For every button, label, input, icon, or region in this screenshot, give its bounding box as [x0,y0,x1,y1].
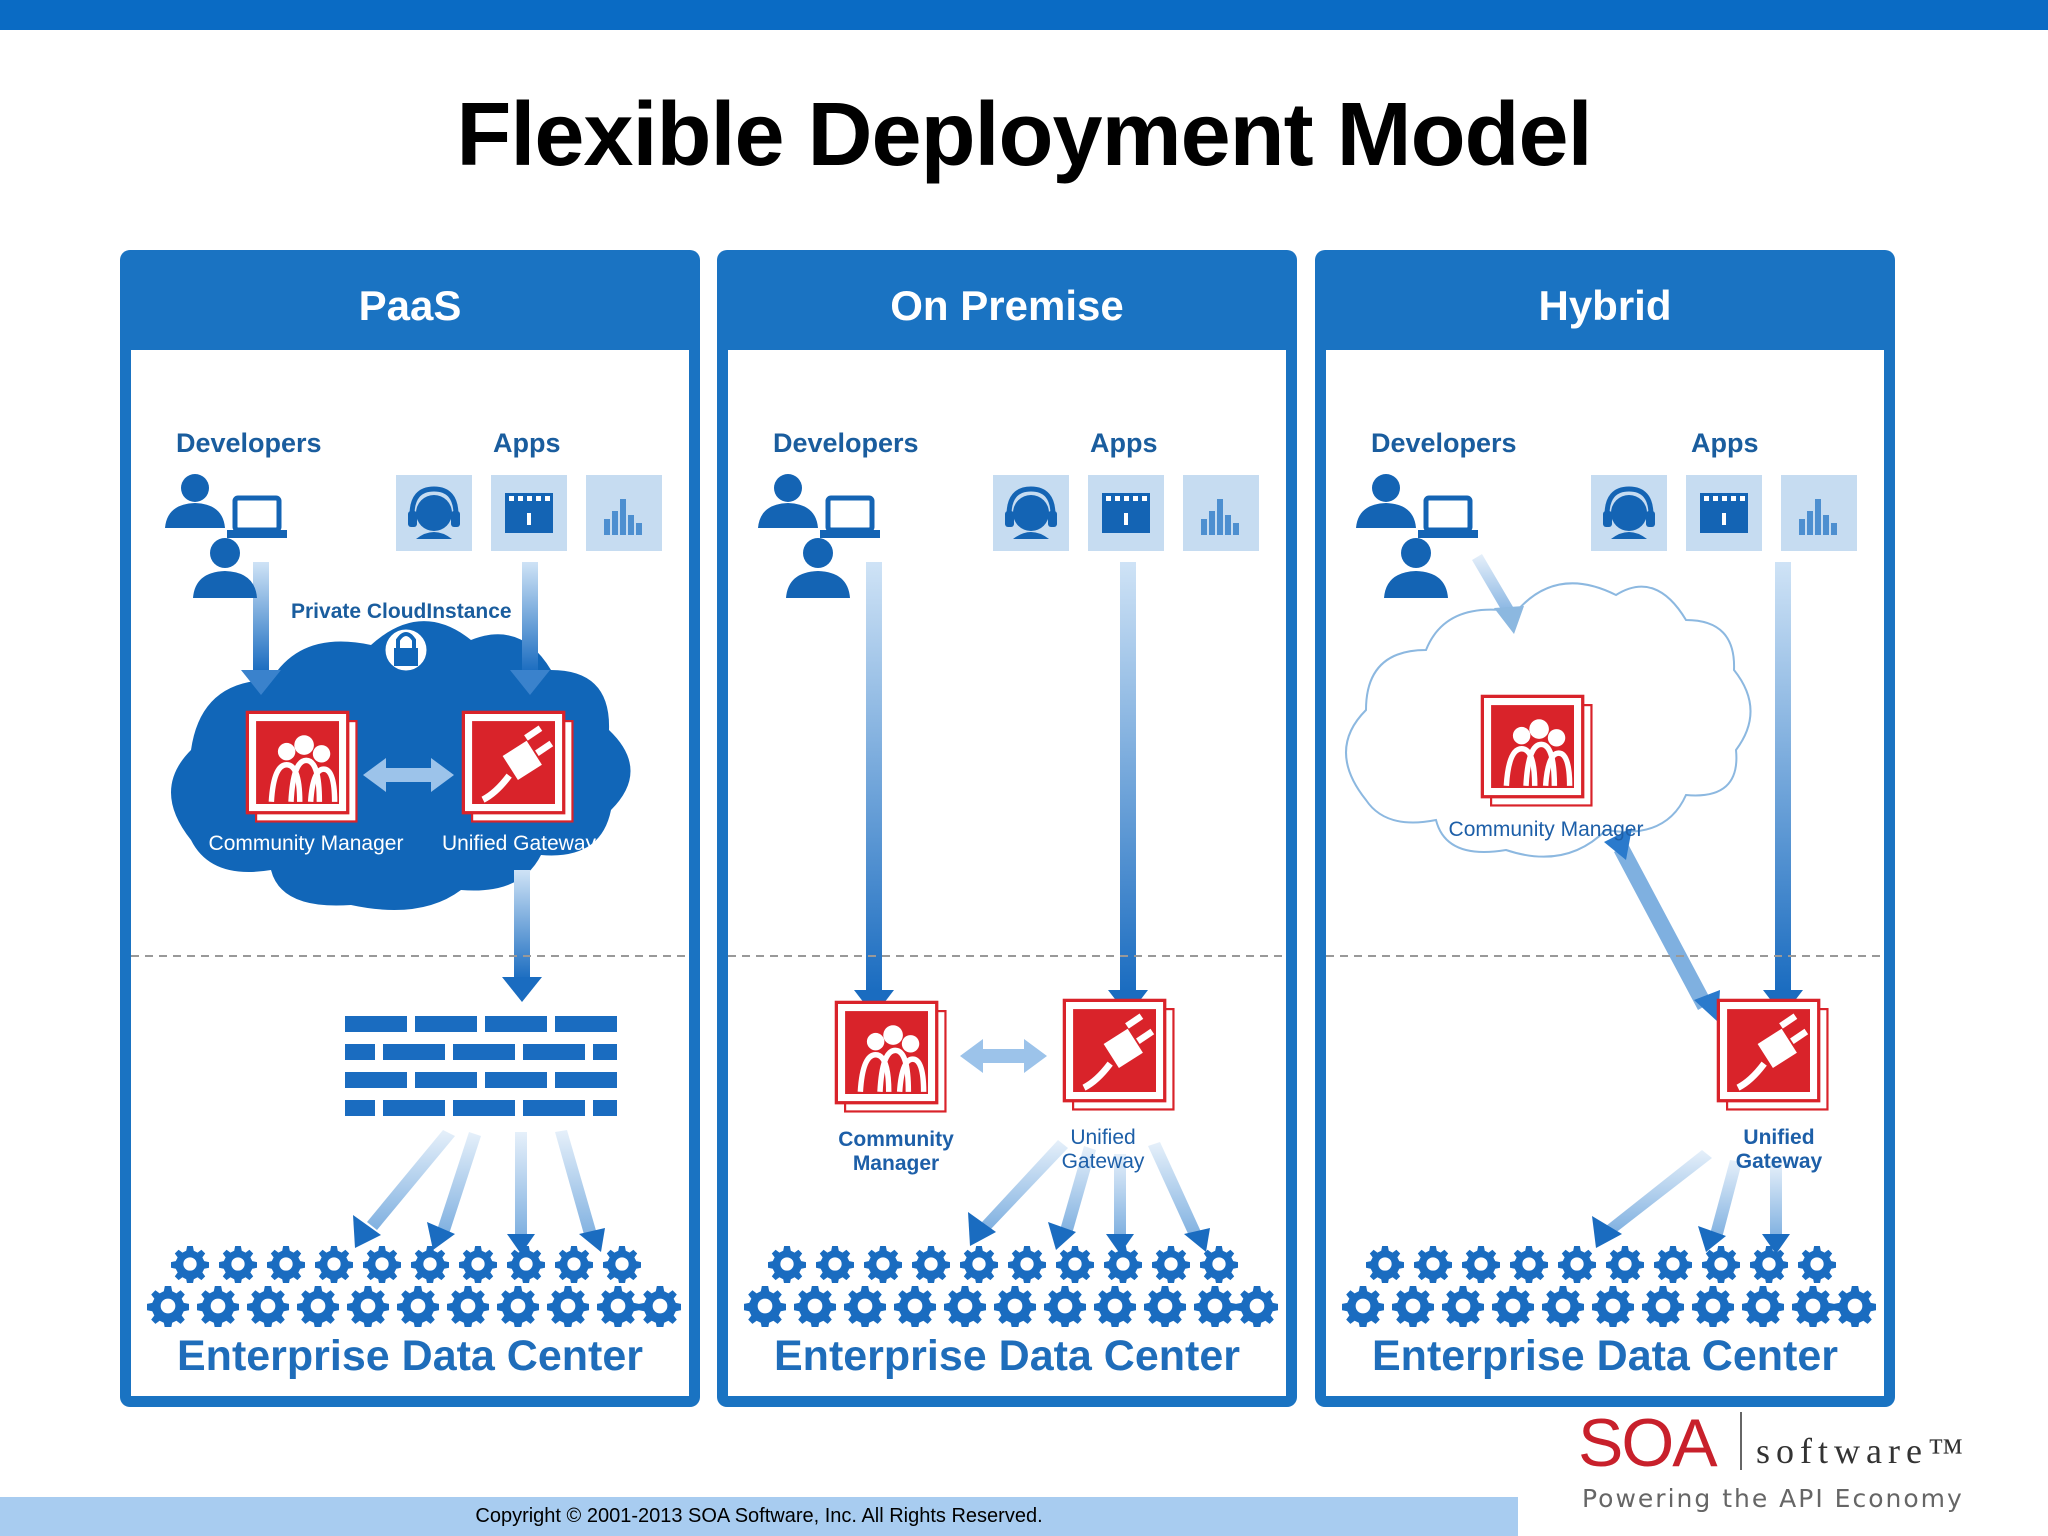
logo-tagline: Powering the API Economy [1582,1484,1964,1513]
logo-soa-text: SOA [1578,1405,1718,1481]
private-cloud-label: Private CloudInstance [291,600,512,623]
unified-gateway-icon [1064,1000,1173,1109]
app-chart-icon [586,475,662,551]
enterprise-data-center-label: Enterprise Data Center [774,1332,1240,1380]
paas-diagram [131,350,689,1327]
panel-body: Developers Apps Community Manager Unifie… [728,350,1286,1396]
private-cloud-shape [171,621,631,910]
community-manager-icon [836,1002,945,1111]
panel-body: Developers Apps Community Manager Unifie… [1326,350,1884,1396]
community-manager-label: Community Manager [1448,818,1644,841]
developers-label: Developers [773,428,919,458]
app-headset-icon [1591,475,1667,551]
community-manager-label: Community Manager [208,832,404,855]
top-bar [0,0,2048,30]
panel-paas: PaaS [120,250,700,1407]
apps-label: Apps [1691,428,1759,458]
panel-on-premise: On Premise [717,250,1297,1407]
community-manager-label-1: Community [838,1128,954,1151]
panel-title: On Premise [890,282,1124,329]
unified-gateway-label-2: Gateway [1735,1150,1823,1173]
app-chart-icon [1781,475,1857,551]
unified-gateway-label-1: Unified [1743,1126,1815,1149]
enterprise-data-center-label: Enterprise Data Center [1372,1332,1838,1380]
logo-divider [1740,1412,1742,1470]
community-manager-label-2: Manager [852,1152,940,1175]
developers-label: Developers [1371,428,1517,458]
gear-row-icons [744,1245,1278,1327]
apps-label: Apps [1090,428,1158,458]
developers-icon [758,474,880,598]
enterprise-data-center-label: Enterprise Data Center [177,1332,643,1380]
app-video-icon [491,475,567,551]
on-premise-diagram [728,350,1286,1327]
panel-title: Hybrid [1538,282,1672,329]
app-video-icon [1088,475,1164,551]
unified-gateway-label-1: Unified [1070,1126,1136,1149]
panel-body: Developers Apps Private CloudInstance Co… [131,350,689,1396]
hybrid-diagram [1326,350,1884,1327]
apps-label: Apps [493,428,561,458]
unified-gateway-icon [1718,1000,1827,1109]
copyright-text: Copyright © 2001-2013 SOA Software, Inc.… [475,1505,1043,1527]
footer-bar [0,1497,1518,1536]
app-headset-icon [993,475,1069,551]
unified-gateway-icon [463,712,572,821]
unified-gateway-label-2: Gateway [1061,1150,1145,1173]
app-headset-icon [396,475,472,551]
panel-hybrid: Hybrid [1315,250,1895,1407]
community-manager-icon [247,712,356,821]
panel-title: PaaS [358,282,462,329]
gear-row-icons [1342,1245,1876,1327]
gear-row-icons [147,1245,681,1327]
unified-gateway-label: Unified Gateway [441,832,597,855]
firewall-icon [345,1016,617,1116]
developers-icon [1356,474,1478,598]
community-manager-icon [1482,696,1591,805]
developers-label: Developers [176,428,322,458]
slide-title: Flexible Deployment Model [456,85,1592,185]
logo-software-text: software™ [1756,1431,1970,1471]
soa-software-logo: SOA software™ Powering the API Economy [1578,1404,1978,1534]
app-chart-icon [1183,475,1259,551]
app-video-icon [1686,475,1762,551]
